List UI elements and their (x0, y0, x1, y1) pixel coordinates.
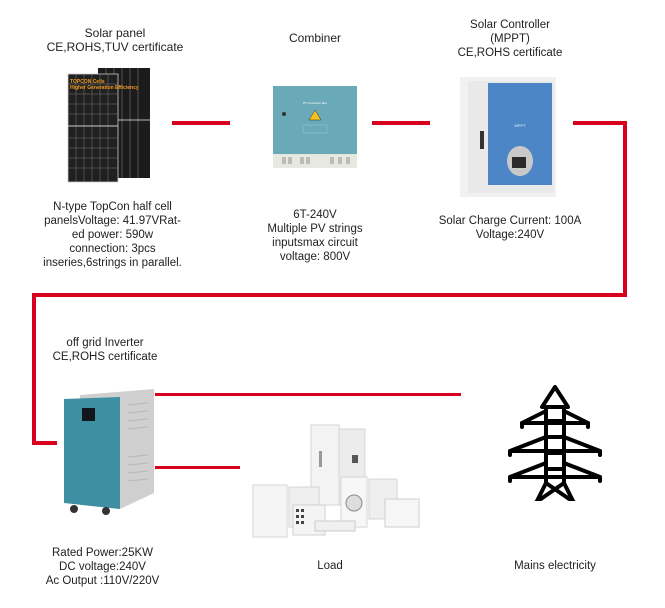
spec-line: Rated Power:25KW (52, 547, 153, 559)
connector-inverter-mains (155, 393, 461, 396)
controller-image: MPPT (460, 75, 560, 199)
combiner-image: PV Combiner Box (270, 84, 360, 170)
panel-image-text-2: Higher Generation Efficiency (70, 85, 139, 91)
solar-panel-title-line: Solar panel (84, 26, 146, 40)
solar-panel-image: TOPCON Cells Higher Generation Efficienc… (66, 66, 156, 186)
load-appliances-image (245, 423, 425, 543)
inverter-title-line: off grid Inverter (66, 337, 144, 349)
inverter-specs: Rated Power:25KW DC voltage:240V Ac Outp… (20, 546, 185, 588)
connector-combiner-controller (372, 121, 430, 125)
inverter-cert-line: CE,ROHS certificate (52, 351, 158, 363)
spec-line: DC voltage:240V (59, 561, 146, 573)
connector-inverter-load (155, 466, 240, 469)
connector-left-vertical (32, 293, 36, 445)
inverter-title: off grid Inverter CE,ROHS certificate (20, 336, 190, 364)
controller-title-line: Solar Controller (470, 19, 550, 31)
connector-right-vertical (623, 121, 627, 297)
solar-panel-title: Solar panel CE,ROHS,TUV certificate (20, 26, 210, 54)
spec-line: Multiple PV strings (267, 223, 363, 235)
controller-image-text: MPPT (514, 123, 526, 128)
spec-line: ed power: 590w (71, 229, 154, 241)
controller-title: Solar Controller (MPPT) CE,ROHS certific… (420, 18, 600, 60)
connector-panel-combiner (172, 121, 230, 125)
spec-line: voltage: 800V (279, 251, 351, 263)
combiner-specs: 6T-240V Multiple PV strings inputsmax ci… (230, 208, 400, 264)
spec-line: inseries,6strings in parallel. (43, 257, 182, 269)
controller-subtitle-line: (MPPT) (490, 33, 530, 45)
connector-middle-horizontal (32, 293, 627, 297)
panel-image-text-1: TOPCON Cells (70, 79, 105, 85)
solar-panel-cert-line: CE,ROHS,TUV certificate (46, 40, 184, 54)
solar-panel-specs: N-type TopCon half cell panelsVoltage: 4… (10, 200, 215, 270)
spec-line: Ac Output :110V/220V (45, 575, 160, 587)
power-tower-icon (500, 381, 610, 501)
combiner-title-line: Combiner (288, 31, 342, 45)
connector-controller-right (573, 121, 627, 125)
spec-line: panelsVoltage: 41.97VRat- (44, 215, 181, 227)
inverter-image (62, 385, 158, 515)
controller-cert-line: CE,ROHS certificate (457, 47, 563, 59)
spec-line: connection: 3pcs (69, 243, 156, 255)
mains-title: Mains electricity (514, 560, 596, 572)
combiner-title: Combiner (230, 32, 400, 45)
spec-line: Solar Charge Current: 100A (438, 215, 582, 227)
controller-specs: Solar Charge Current: 100A Voltage:240V (420, 214, 600, 242)
connector-to-inverter (32, 441, 57, 445)
mains-label: Mains electricity (480, 560, 630, 573)
load-title: Load (317, 560, 343, 572)
svg-text:PV Combiner Box: PV Combiner Box (303, 101, 327, 105)
load-label: Load (280, 560, 380, 573)
spec-line: inputsmax circuit (272, 237, 358, 249)
spec-line: Voltage:240V (475, 229, 545, 241)
spec-line: 6T-240V (293, 209, 337, 221)
spec-line: N-type TopCon half cell (53, 201, 172, 213)
